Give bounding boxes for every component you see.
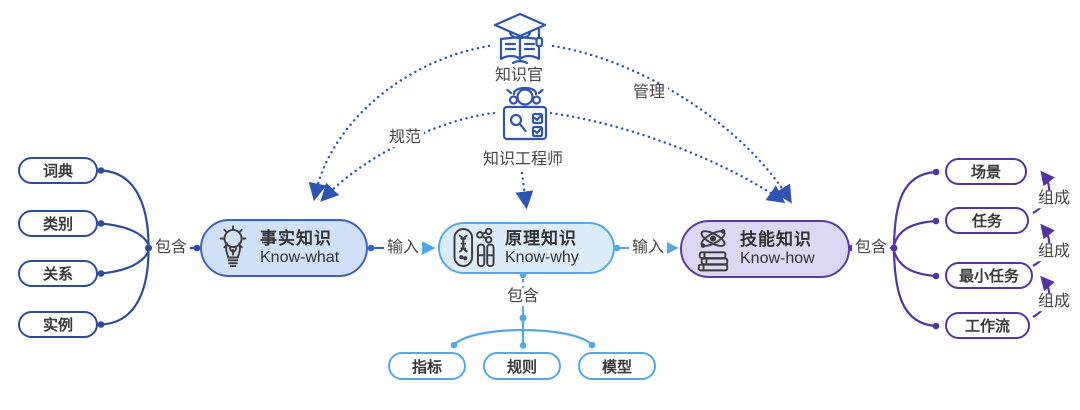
right-dots [848, 168, 940, 330]
pill-model-label: 模型 [601, 358, 632, 376]
label-contain-right: 包含 [851, 239, 891, 257]
know-what-subtitle: Know-what [260, 248, 340, 266]
label-compose-top: 组成 [1034, 190, 1074, 208]
node-know-what: 事实知识 Know-what [200, 219, 368, 277]
pill-relation-label: 关系 [42, 266, 73, 283]
label-input-left: 输入 [383, 239, 423, 257]
pill-indicator-label: 指标 [411, 358, 442, 376]
right-contain-curves [850, 170, 937, 328]
pill-category-label: 类别 [42, 216, 73, 233]
pill-relation: 关系 [18, 260, 98, 287]
label-compose-mid: 组成 [1034, 243, 1074, 261]
pill-indicator: 指标 [388, 352, 466, 380]
dna-tubes-icon [453, 228, 495, 268]
label-contain-bottom: 包含 [503, 288, 543, 306]
pill-task: 任务 [945, 207, 1029, 234]
label-contain-left: 包含 [151, 239, 191, 257]
pill-dictionary: 词典 [18, 157, 98, 184]
bottom-contain-tree [450, 271, 596, 349]
know-why-title: 原理知识 [505, 228, 577, 248]
graduation-cap-book-icon [493, 12, 547, 64]
pill-model: 模型 [578, 352, 656, 380]
pill-min-task: 最小任务 [945, 262, 1033, 289]
engineer-label: 知识工程师 [479, 151, 567, 169]
node-know-why: 原理知识 Know-why [438, 222, 615, 274]
officer-label: 知识官 [491, 67, 547, 85]
pill-instance-label: 实例 [42, 317, 73, 334]
pill-workflow-label: 工作流 [964, 318, 1010, 335]
know-why-subtitle: Know-why [505, 248, 579, 266]
pill-dictionary-label: 词典 [42, 163, 73, 180]
know-how-subtitle: Know-how [740, 249, 815, 267]
engineer-window-icon [502, 86, 548, 141]
pill-instance: 实例 [18, 311, 98, 338]
pill-rule-label: 规则 [506, 358, 537, 376]
atom-books-icon [697, 229, 729, 272]
pill-rule: 规则 [483, 352, 561, 380]
pill-workflow: 工作流 [945, 312, 1030, 339]
label-standard: 规范 [385, 129, 425, 147]
pill-scene: 场景 [945, 158, 1027, 185]
governance-arcs [308, 44, 792, 210]
label-manage: 管理 [629, 84, 669, 102]
node-know-how: 技能知识 Know-how [680, 220, 850, 278]
pill-scene-label: 场景 [970, 164, 1001, 181]
pill-min-task-label: 最小任务 [958, 268, 1019, 285]
know-what-title: 事实知识 [260, 228, 332, 248]
label-compose-bottom: 组成 [1034, 293, 1074, 311]
know-how-title: 技能知识 [740, 229, 812, 249]
gear-bulb-icon [219, 225, 247, 267]
pill-task-label: 任务 [971, 213, 1002, 230]
label-input-right: 输入 [628, 239, 668, 257]
left-dots [97, 167, 201, 328]
pill-category: 类别 [18, 210, 98, 237]
